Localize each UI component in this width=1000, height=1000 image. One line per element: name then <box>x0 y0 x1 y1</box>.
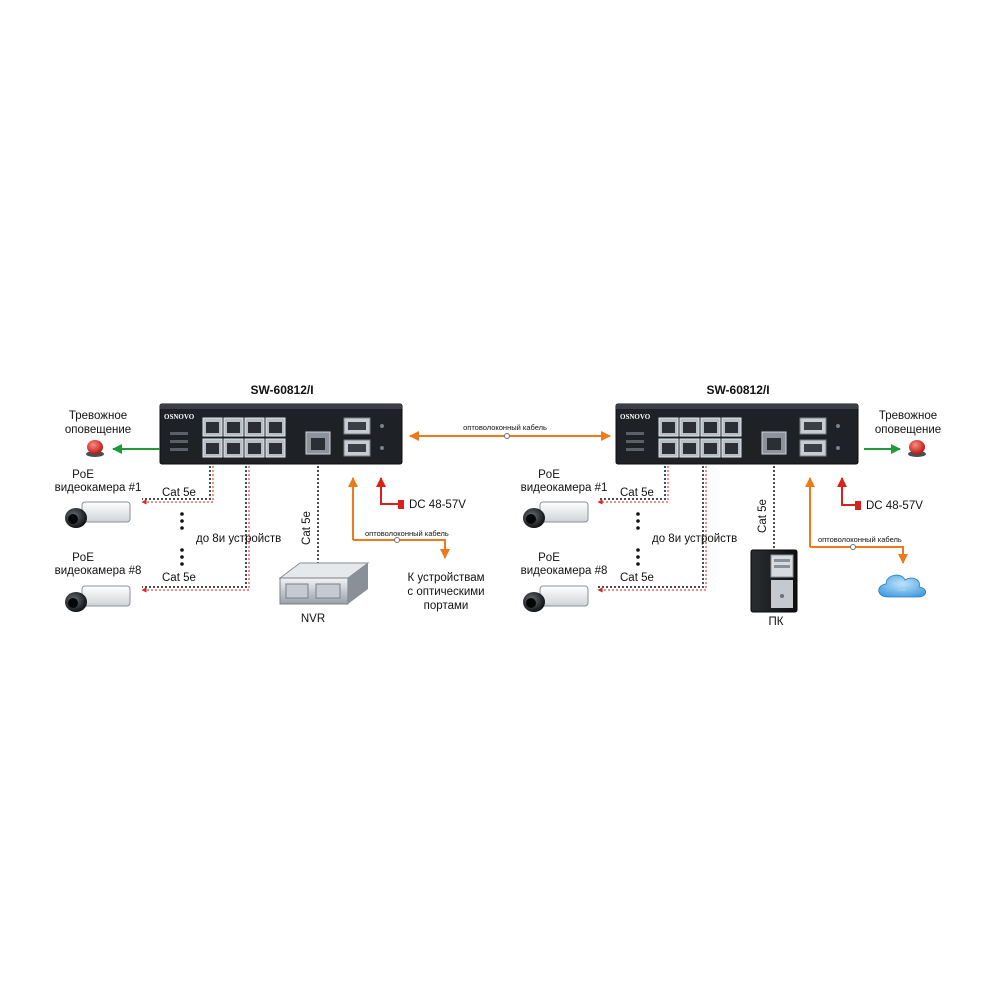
right-camera-1: PoE видеокамера #1 <box>521 469 608 528</box>
left-rj45-socket <box>269 422 282 433</box>
left-rj45-socket <box>227 422 240 433</box>
right-rj45-socket <box>725 422 738 433</box>
right-power-plug-icon <box>855 501 861 510</box>
right-dc-power: DC 48-57V <box>837 477 923 512</box>
left-cable-cam1: Cat 5e <box>162 487 196 499</box>
pc-label: ПК <box>769 616 784 628</box>
left-rj45-socket <box>206 443 219 454</box>
nvr-label: NVR <box>301 613 325 625</box>
right-siren-icon <box>908 440 926 457</box>
right-alarm-label-1: Тревожное <box>879 410 937 422</box>
right-fiber-label: оптоволоконный кабель <box>818 535 902 544</box>
right-camera-1-icon <box>523 501 589 528</box>
link-fiber-label: оптоволоконный кабель <box>463 423 547 432</box>
right-poe-ports <box>658 417 742 458</box>
optical-label-1: К устройствам <box>407 572 484 584</box>
nvr-icon <box>278 562 370 605</box>
left-camera-8: PoE видеокамера #8 <box>55 552 142 612</box>
right-cam1-label-1: PoE <box>538 469 560 481</box>
right-cable-pc: Cat 5e <box>757 499 769 533</box>
right-up-to-devices: до 8и устройств <box>652 533 737 545</box>
optical-label-2: с оптическими <box>407 586 484 598</box>
right-camera-8-icon <box>523 585 589 612</box>
right-rj45-socket <box>662 422 675 433</box>
left-rj45-socket <box>248 422 261 433</box>
right-rj45-socket <box>704 422 717 433</box>
left-cam8-label-2: видеокамера #8 <box>55 565 142 577</box>
right-cable-cam1: Cat 5e <box>620 487 654 499</box>
right-cam1-label-2: видеокамера #1 <box>521 482 608 494</box>
left-optical-link: оптоволоконный кабель К устройствам с оп… <box>348 477 485 612</box>
left-cable-nvr: Cat 5e <box>301 511 313 545</box>
right-rj45-socket <box>725 443 738 454</box>
optical-label-3: портами <box>424 600 469 612</box>
right-cable-cam8: Cat 5e <box>620 572 654 584</box>
left-rj45-socket <box>206 422 219 433</box>
left-ellipsis-dots <box>180 512 184 566</box>
left-alarm: Тревожное оповещение <box>65 410 160 457</box>
right-rj45-socket <box>683 422 696 433</box>
lan-cloud-icon: LAN <box>878 574 927 598</box>
right-ellipsis-dots <box>636 512 640 566</box>
left-status-leds <box>170 432 188 451</box>
left-up-to-devices: до 8и устройств <box>196 533 281 545</box>
right-camera-8: PoE видеокамера #8 <box>521 552 608 612</box>
left-switch: SW-60812/I OSNOVO <box>159 383 403 465</box>
right-dc-label: DC 48-57V <box>866 500 923 512</box>
right-camera-cables: Cat 5e Cat 5e до 8и устройств <box>597 466 737 593</box>
left-camera-1-icon <box>65 501 131 528</box>
left-alarm-label-2: оповещение <box>65 424 131 436</box>
right-alarm: Тревожное оповещение <box>864 410 941 457</box>
left-switch-title: SW-60812/I <box>250 383 313 397</box>
right-cam8-label-1: PoE <box>538 552 560 564</box>
left-cable-cam8: Cat 5e <box>162 572 196 584</box>
left-rj45-socket <box>227 443 240 454</box>
right-rj45-socket <box>683 443 696 454</box>
left-brand-logo: OSNOVO <box>164 413 195 421</box>
right-status-leds <box>626 432 644 451</box>
left-nvr: Cat 5e NVR <box>278 466 370 625</box>
right-alarm-label-2: оповещение <box>875 424 941 436</box>
right-cam8-label-2: видеокамера #8 <box>521 565 608 577</box>
pc-tower-icon <box>750 549 798 613</box>
right-switch-title: SW-60812/I <box>706 383 769 397</box>
left-siren-icon <box>86 440 104 457</box>
left-cam1-label-1: PoE <box>72 469 94 481</box>
left-dc-label: DC 48-57V <box>409 499 466 511</box>
right-rj45-socket <box>704 443 717 454</box>
left-poe-ports <box>202 417 286 458</box>
left-alarm-label-1: Тревожное <box>69 410 127 422</box>
left-dc-power: DC 48-57V <box>376 477 466 511</box>
left-camera-cables: Cat 5e Cat 5e до 8и устройств <box>141 466 281 593</box>
right-pc: Cat 5e ПК <box>750 466 798 628</box>
right-rj45-socket <box>662 443 675 454</box>
left-rj45-socket <box>269 443 282 454</box>
right-brand-logo: OSNOVO <box>620 413 651 421</box>
left-power-plug-icon <box>398 500 404 509</box>
left-fiber-label: оптоволоконный кабель <box>365 529 449 538</box>
right-switch: SW-60812/I OSNOVO <box>615 383 859 465</box>
left-cam8-label-1: PoE <box>72 552 94 564</box>
lan-cloud-label: LAN <box>898 587 906 592</box>
inter-switch-link: оптоволоконный кабель <box>409 423 611 441</box>
left-camera-8-icon <box>65 585 131 612</box>
left-camera-1: PoE видеокамера #1 <box>55 469 142 528</box>
left-rj45-socket <box>248 443 261 454</box>
right-lan-link: оптоволоконный кабель LAN <box>805 477 927 598</box>
left-cam1-label-2: видеокамера #1 <box>55 482 142 494</box>
